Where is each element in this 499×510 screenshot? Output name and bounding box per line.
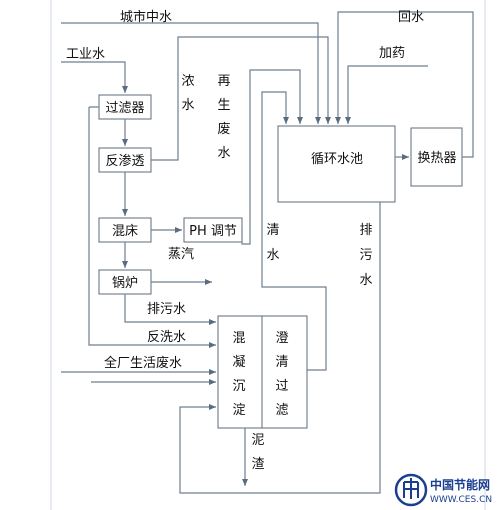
concentrate-char-1: 浓 [181,74,194,89]
ro-label: 反渗透 [105,154,144,169]
coag-char-1: 混 [232,331,245,346]
boiler-sewage-label: 排污水 [147,302,186,317]
mixed-bed-label: 混床 [112,224,138,239]
ph-box [183,217,243,243]
reclaimed-line [241,69,303,245]
return-water-line [335,11,474,158]
blowdown-line [179,202,381,494]
reclaimed-char-2: 生 [217,98,230,113]
coag-char-2: 凝 [232,354,245,370]
boiler-blowdown-line [124,294,216,325]
pool-label: 循环水池 [311,152,363,167]
hx-box [410,127,463,187]
sludge-char-1: 泥 [251,433,264,448]
sewage-v-char-1: 排 [359,223,372,238]
filter-label: 过滤器 [105,101,144,116]
coag-char-3: 沉 [232,379,245,394]
sewage-v-char-2: 污 [359,248,372,263]
return-water-label: 回水 [398,10,424,25]
concentrate-char-2: 水 [181,98,194,113]
ces-logo-mark-icon [403,478,419,499]
ces-logo: 中国节能网 WWW.CES.CN [394,473,492,507]
clarify-char-2: 清 [275,355,288,370]
industrial-water-label: 工业水 [66,47,105,62]
concentrate-line [151,36,331,161]
backwash-label: 反洗水 [147,330,186,345]
boiler-label: 锅炉 [112,275,138,291]
logo-name: 中国节能网 [430,477,490,492]
clean-water-line [261,91,327,371]
clarify-char-1: 澄 [275,331,288,346]
industrial-water-line [61,61,128,93]
hx-label: 换热器 [417,151,456,166]
sludge-char-2: 渣 [251,457,264,472]
clean-water-char-2: 水 [266,248,279,263]
city-water-line [61,22,321,124]
reclaimed-char-4: 水 [217,146,230,161]
coag-char-4: 淀 [232,403,245,418]
logo-url: WWW.CES.CN [430,495,492,505]
mixed-bed-box [98,217,152,243]
clarify-char-4: 滤 [275,403,288,418]
domestic-wastewater-label: 全厂生活废水 [104,355,182,371]
dosing-line [345,65,428,124]
pool-box [277,125,396,203]
steam-label: 蒸汽 [168,247,194,262]
clean-water-char-1: 清 [266,223,279,238]
clarify-char-3: 过 [275,379,288,394]
reclaimed-char-3: 废 [217,121,230,137]
dosing-label: 加药 [379,46,405,61]
sewage-v-char-3: 水 [359,273,372,288]
city-water-label: 城市中水 [120,9,172,25]
reclaimed-char-1: 再 [217,74,230,89]
backwash-line [88,106,216,345]
ph-label: PH 调节 [189,224,237,239]
